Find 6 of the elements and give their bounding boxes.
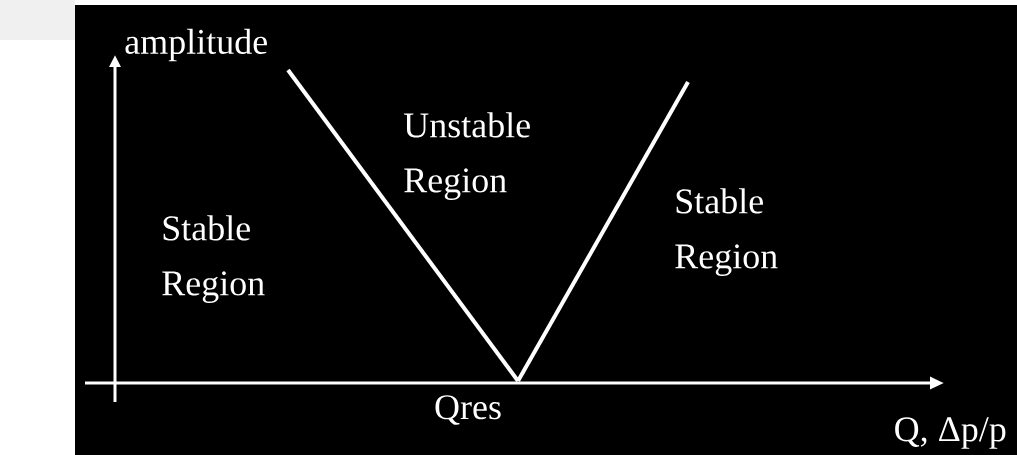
axis-label: Q, Δp/p xyxy=(895,417,1006,449)
axis-label: amplitude xyxy=(125,28,267,62)
region-label: Unstable Region xyxy=(403,112,530,200)
tick-label: Qres xyxy=(435,395,501,425)
region-label: Stable Region xyxy=(675,188,778,276)
region-label: Stable Region xyxy=(162,215,265,303)
